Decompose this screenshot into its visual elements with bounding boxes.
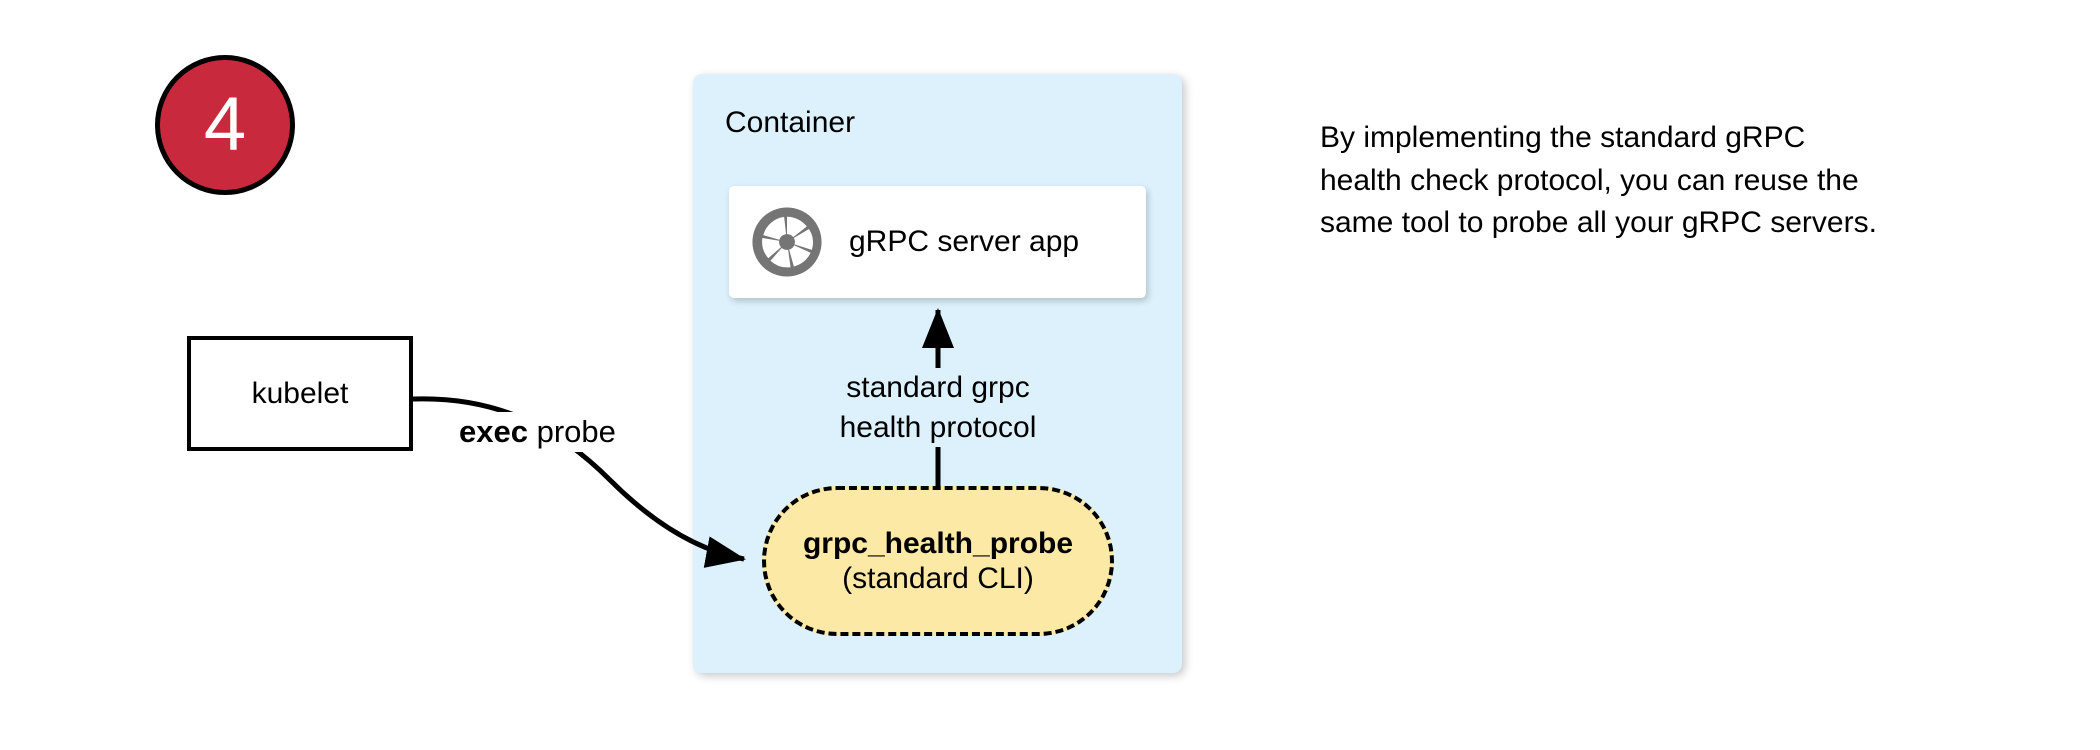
- grpc-aperture-icon: [752, 207, 822, 277]
- health-protocol-line-1: standard grpc: [846, 371, 1030, 404]
- side-note-text: By implementing the standard gRPC health…: [1320, 121, 1877, 240]
- kubelet-node: kubelet: [187, 336, 413, 451]
- exec-probe-bold-text: exec: [459, 414, 528, 449]
- container-title: Container: [725, 106, 856, 139]
- exec-probe-edge-label: exec probe: [455, 412, 620, 452]
- grpc-health-probe-node: grpc_health_probe (standard CLI): [762, 486, 1114, 636]
- health-protocol-line-2: health protocol: [839, 410, 1037, 444]
- health-protocol-edge-label: standard grpc health protocol: [807, 368, 1069, 448]
- grpc-health-probe-subtitle: (standard CLI): [842, 562, 1034, 595]
- grpc-server-app-node: gRPC server app: [729, 186, 1146, 298]
- exec-probe-rest-text: probe: [527, 414, 616, 449]
- step-number-text: 4: [203, 82, 247, 167]
- grpc-health-probe-title: grpc_health_probe: [802, 526, 1074, 560]
- kubelet-label: kubelet: [251, 376, 349, 410]
- step-number-badge: 4: [155, 55, 295, 195]
- grpc-server-app-label: gRPC server app: [849, 225, 1080, 258]
